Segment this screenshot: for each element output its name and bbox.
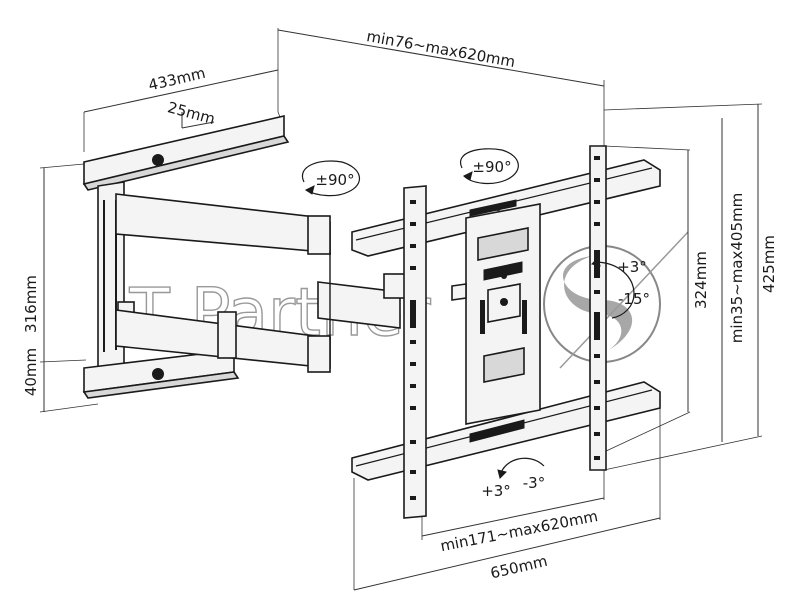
horizontal-span-label: min171~max620mm bbox=[439, 507, 600, 555]
wall-bottom-label: 40mm bbox=[22, 348, 40, 396]
rotate-arrow-icon bbox=[459, 148, 519, 185]
vertical-bracket-left bbox=[403, 185, 427, 519]
tilt-up-label: +3° bbox=[617, 258, 647, 276]
rotation-labels: ±90° ±90° +3° -15° +3° -3° bbox=[315, 158, 650, 500]
vertical-span-label: min35~max405mm bbox=[728, 193, 746, 343]
extension-lines bbox=[39, 28, 763, 590]
level-minus-label: -3° bbox=[523, 474, 545, 492]
arm-length-label: 433mm bbox=[147, 64, 207, 95]
plate-height-inner-label: 324mm bbox=[692, 251, 710, 309]
articulating-arms bbox=[115, 193, 409, 373]
arm-swivel-label: ±90° bbox=[315, 171, 354, 189]
bolt-hole-icon bbox=[152, 154, 164, 166]
vertical-bracket-right bbox=[589, 145, 607, 471]
watermark-logo-icon bbox=[543, 231, 689, 369]
level-plus-label: +3° bbox=[481, 482, 511, 500]
tilt-down-label: -15° bbox=[618, 290, 650, 308]
rotation-indicators bbox=[301, 148, 635, 479]
plate-swivel-label: ±90° bbox=[472, 158, 511, 176]
rotate-arrow-icon bbox=[301, 160, 360, 197]
center-plate bbox=[451, 203, 541, 425]
bolt-hole-icon bbox=[152, 368, 164, 380]
arm-offset-label: 25mm bbox=[166, 98, 217, 128]
plate-height-outer-label: 425mm bbox=[760, 235, 778, 293]
dimension-lines bbox=[43, 29, 759, 591]
tilt-arrow-icon bbox=[593, 261, 635, 319]
wall-height-label: 316mm bbox=[22, 275, 40, 333]
